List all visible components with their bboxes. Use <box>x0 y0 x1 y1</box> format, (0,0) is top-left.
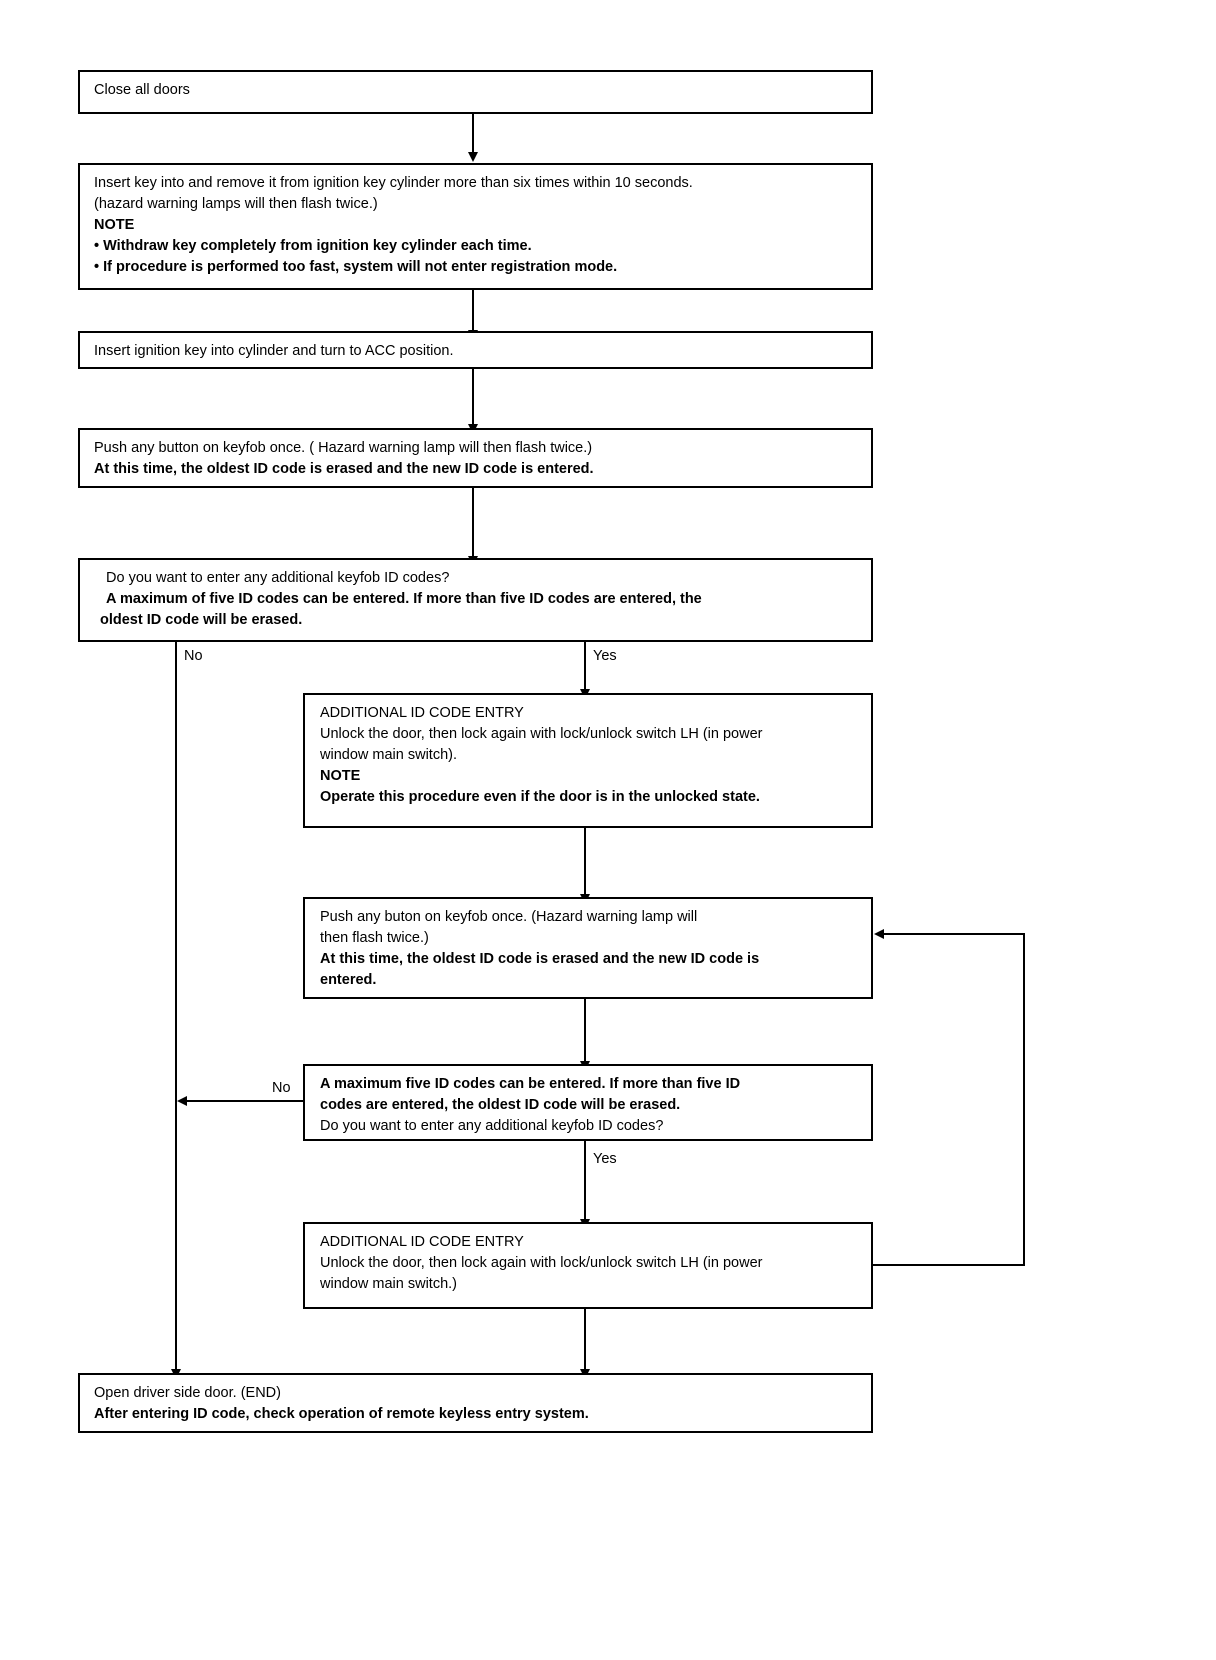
connector-decision2-yes <box>584 1141 586 1221</box>
node-note-heading: NOTE <box>320 768 361 784</box>
connector-6 <box>584 999 586 1063</box>
branch-label-decision1-yes: Yes <box>593 648 617 664</box>
node-line: • Withdraw key completely from ignition … <box>94 238 532 254</box>
node-additional-entry-2: ADDITIONAL ID CODE ENTRY Unlock the door… <box>303 1222 873 1309</box>
node-line: Unlock the door, then lock again with lo… <box>320 726 763 742</box>
node-line: At this time, the oldest ID code is eras… <box>320 951 760 967</box>
node-line: Close all doors <box>94 82 190 98</box>
node-line: window main switch.) <box>320 1276 457 1292</box>
node-line: Do you want to enter any additional keyf… <box>320 1118 664 1134</box>
arrow-left-icon <box>177 1096 187 1106</box>
node-insert-remove-key: Insert key into and remove it from ignit… <box>78 163 873 290</box>
connector-2 <box>472 290 474 332</box>
node-line: Insert key into and remove it from ignit… <box>94 175 693 191</box>
node-line: After entering ID code, check operation … <box>94 1406 589 1422</box>
connector-decision1-yes <box>584 642 586 691</box>
node-line: codes are entered, the oldest ID code wi… <box>320 1097 681 1113</box>
branch-label-decision2-yes: Yes <box>593 1151 617 1167</box>
node-line: • If procedure is performed too fast, sy… <box>94 259 618 275</box>
branch-label-decision2-no: No <box>272 1080 291 1096</box>
node-line: entered. <box>320 972 377 988</box>
connector-decision2-no <box>180 1100 303 1102</box>
connector-3 <box>472 369 474 426</box>
node-end: Open driver side door. (END) After enter… <box>78 1373 873 1433</box>
node-line: Open driver side door. (END) <box>94 1385 281 1401</box>
node-push-button-1: Push any button on keyfob once. ( Hazard… <box>78 428 873 488</box>
loop-top-segment <box>878 933 1025 935</box>
connector-7 <box>584 1309 586 1371</box>
node-turn-acc: Insert ignition key into cylinder and tu… <box>78 331 873 369</box>
connector-decision1-no <box>175 642 177 1371</box>
node-push-button-2: Push any buton on keyfob once. (Hazard w… <box>303 897 873 999</box>
node-decision-2: A maximum five ID codes can be entered. … <box>303 1064 873 1141</box>
node-heading: ADDITIONAL ID CODE ENTRY <box>320 705 524 721</box>
arrow-down-icon <box>468 152 478 162</box>
node-heading: ADDITIONAL ID CODE ENTRY <box>320 1234 524 1250</box>
node-line: A maximum of five ID codes can be entere… <box>106 591 702 607</box>
node-line: Operate this procedure even if the door … <box>320 789 760 805</box>
arrow-left-icon <box>874 929 884 939</box>
connector-1 <box>472 114 474 154</box>
node-note-heading: NOTE <box>94 217 135 233</box>
node-decision-1: Do you want to enter any additional keyf… <box>78 558 873 642</box>
node-line: (hazard warning lamps will then flash tw… <box>94 196 378 212</box>
node-line: then flash twice.) <box>320 930 429 946</box>
loop-right-segment <box>1023 933 1025 1266</box>
node-line: window main switch). <box>320 747 457 763</box>
connector-4 <box>472 488 474 558</box>
node-line: A maximum five ID codes can be entered. … <box>320 1076 741 1092</box>
loop-bottom-segment <box>871 1264 1025 1266</box>
node-line: Unlock the door, then lock again with lo… <box>320 1255 763 1271</box>
node-additional-entry-1: ADDITIONAL ID CODE ENTRY Unlock the door… <box>303 693 873 828</box>
node-line: Push any buton on keyfob once. (Hazard w… <box>320 909 698 925</box>
connector-5 <box>584 828 586 896</box>
node-line: At this time, the oldest ID code is eras… <box>94 461 594 477</box>
node-line: Insert ignition key into cylinder and tu… <box>94 343 454 359</box>
node-line: Do you want to enter any additional keyf… <box>106 570 450 586</box>
node-line: oldest ID code will be erased. <box>100 612 303 628</box>
node-close-all-doors: Close all doors <box>78 70 873 114</box>
node-line: Push any button on keyfob once. ( Hazard… <box>94 440 593 456</box>
branch-label-decision1-no: No <box>184 648 203 664</box>
